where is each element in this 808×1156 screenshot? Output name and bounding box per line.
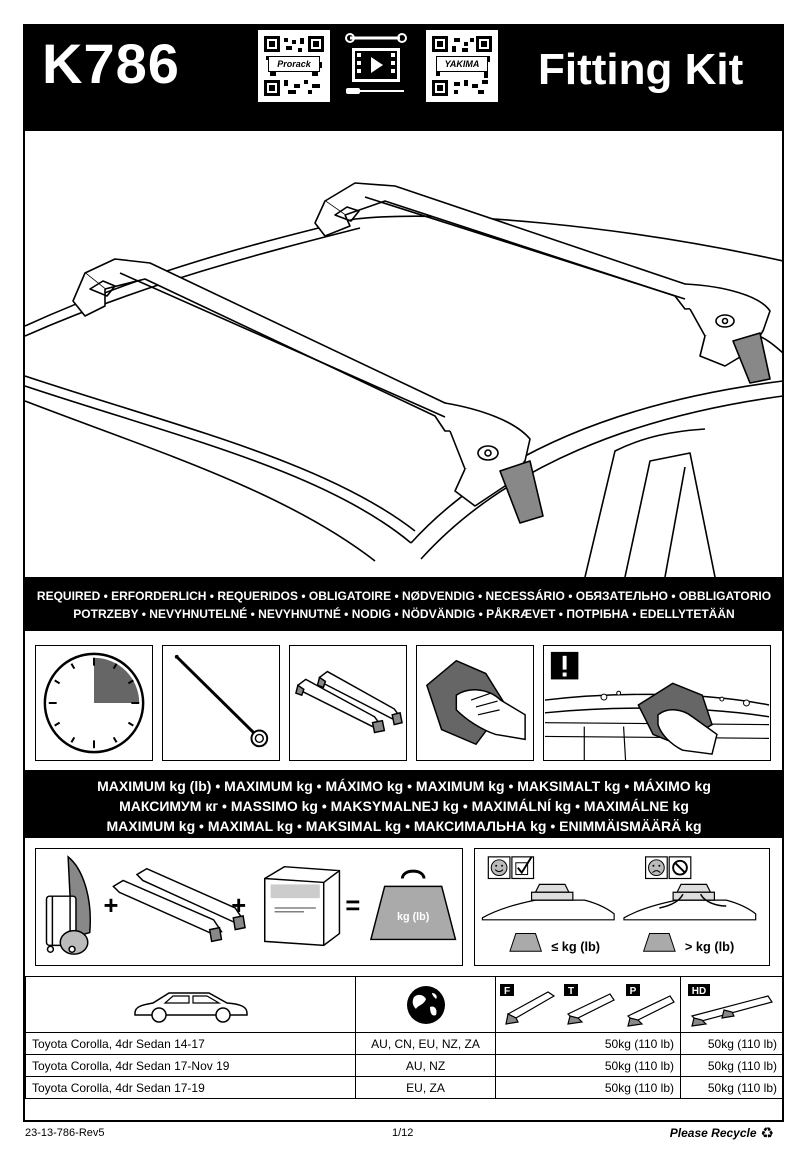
page-number: 1/12 xyxy=(392,1127,414,1139)
fitting-kit-box-icon xyxy=(263,865,341,947)
weight-icon: kg (lb) xyxy=(369,869,457,941)
load-ok-label: ≤ kg (lb) xyxy=(551,939,600,954)
warning-icon xyxy=(550,651,579,680)
maximum-banner: MAXIMUM kg (lb) • MAXIMUM kg • MÁXIMO kg… xyxy=(25,770,783,838)
load-ftp-cell: 50kg (110 lb) xyxy=(495,1032,681,1055)
screwdriver-icon xyxy=(346,88,404,94)
video-icon xyxy=(352,48,400,82)
cloth-icon xyxy=(425,659,526,746)
recycle-note: Please Recycle ♻ xyxy=(670,1124,774,1142)
panel-tool xyxy=(162,645,280,761)
torx-key-icon xyxy=(174,654,269,748)
recycle-label: Please Recycle xyxy=(669,1126,757,1140)
page-title: Fitting Kit xyxy=(538,45,744,94)
sad-face-icon xyxy=(645,856,668,880)
roof-bars-icon xyxy=(112,867,246,943)
required-line-2: POTRZEBY • NEVYHNUTELNÉ • NEVYHNUTNÉ • N… xyxy=(73,607,735,621)
panel-time xyxy=(35,645,153,761)
market-cell: AU, NZ xyxy=(355,1054,496,1077)
panel-roof-cleaning xyxy=(543,645,771,761)
qr-brand-label: Prorack xyxy=(268,56,320,72)
wrench-icon xyxy=(345,33,407,43)
vehicle-cell: Toyota Corolla, 4dr Sedan 14-17 xyxy=(25,1032,356,1055)
clock-icon xyxy=(43,652,145,754)
equals-sign: = xyxy=(345,892,360,920)
video-link[interactable] xyxy=(344,30,408,100)
qr-code-prorack[interactable]: Prorack xyxy=(258,30,330,102)
badge-hd: HD xyxy=(692,986,706,997)
weight-label: kg (lb) xyxy=(397,911,430,923)
bar-type-icons xyxy=(505,990,675,1027)
weight-icon xyxy=(509,933,676,952)
maximum-line-1: MAXIMUM kg (lb) • MAXIMUM kg • MÁXIMO kg… xyxy=(97,778,711,794)
model-code: K786 xyxy=(42,32,180,95)
qr-code-yakima[interactable]: YAKIMA xyxy=(426,30,498,102)
load-hd-cell: 50kg (110 lb) xyxy=(680,1032,784,1055)
required-line-1: REQUIRED • ERFORDERLICH • REQUERIDOS • O… xyxy=(36,589,772,603)
roof-rack-illustration xyxy=(25,131,783,577)
market-cell: AU, CN, EU, NZ, ZA xyxy=(355,1032,496,1055)
vehicle-cell: Toyota Corolla, 4dr Sedan 17-Nov 19 xyxy=(25,1054,356,1077)
panel-bars xyxy=(289,645,407,761)
market-column-header xyxy=(355,976,496,1033)
load-hd-cell: 50kg (110 lb) xyxy=(680,1054,784,1077)
prohibited-icon xyxy=(668,856,692,880)
load-ftp-cell: 50kg (110 lb) xyxy=(495,1076,681,1099)
table-row: Toyota Corolla, 4dr Sedan 17-Nov 19 AU, … xyxy=(25,1054,784,1077)
happy-face-icon xyxy=(487,856,511,880)
maximum-line-3: MAXIMUM kg • MAXIMAL kg • MAKSIMAL kg • … xyxy=(106,818,702,834)
plus-sign: + xyxy=(104,892,119,920)
load-hd-cell: 50kg (110 lb) xyxy=(680,1076,784,1099)
globe-icon xyxy=(406,985,445,1024)
market-cell: EU, ZA xyxy=(355,1076,496,1099)
document-code: 23-13-786-Rev5 xyxy=(25,1127,105,1139)
vehicle-column-header xyxy=(25,976,356,1033)
table-row: Toyota Corolla, 4dr Sedan 14-17 AU, CN, … xyxy=(25,1032,784,1055)
table-row: Toyota Corolla, 4dr Sedan 17-19 EU, ZA 5… xyxy=(25,1076,784,1099)
bar-type-icons xyxy=(690,994,773,1027)
hd-column-header: HD xyxy=(680,976,784,1033)
badge-t: T xyxy=(568,986,574,997)
load-distribution-panel: ≤ kg (lb) > kg (lb) xyxy=(474,848,770,966)
badge-f: F xyxy=(504,986,510,997)
load-ftp-cell: 50kg (110 lb) xyxy=(495,1054,681,1077)
recycle-icon: ♻ xyxy=(760,1125,774,1142)
required-banner: REQUIRED • ERFORDERLICH • REQUERIDOS • O… xyxy=(25,577,783,631)
panel-cleaning xyxy=(416,645,534,761)
load-over-label: > kg (lb) xyxy=(685,939,734,954)
load-equation-panel: + + = kg (lb) xyxy=(35,848,463,966)
maximum-line-2: МАКСИМУМ кг • MASSIMO kg • MAKSYMALNEJ k… xyxy=(119,798,689,814)
table-header-row: F T P HD xyxy=(25,976,784,1033)
fitment-table: F T P HD xyxy=(25,976,784,1099)
ftp-column-header: F T P xyxy=(495,976,681,1033)
qr-brand-label: YAKIMA xyxy=(436,56,488,72)
luggage-icon xyxy=(45,855,91,955)
check-icon xyxy=(511,856,535,880)
roof-bars-icon xyxy=(295,670,403,734)
badge-p: P xyxy=(630,986,637,997)
vehicle-cell: Toyota Corolla, 4dr Sedan 17-19 xyxy=(25,1076,356,1099)
car-icon xyxy=(133,991,248,1023)
